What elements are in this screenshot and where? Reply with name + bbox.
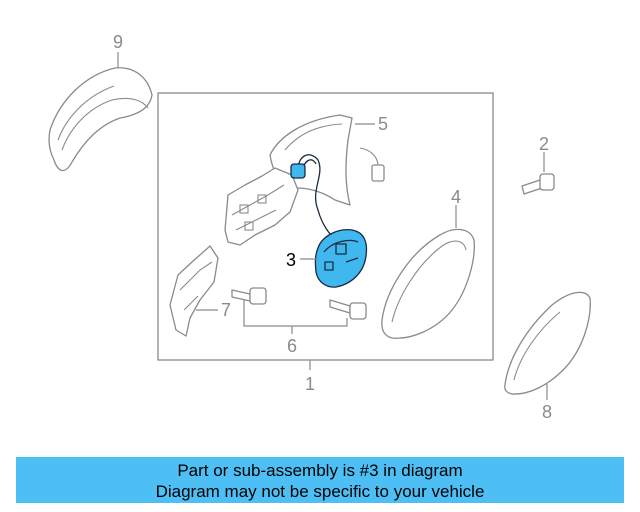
callout-5: 5 [378,114,388,134]
mirror-bracket [224,167,299,246]
callout-8: 8 [542,402,552,422]
wire-connector-small [359,147,385,182]
callout-3: 3 [286,250,296,270]
part-8-glass-panel[interactable] [504,291,591,395]
part-9-mirror-cover[interactable] [48,67,153,172]
assembly-frame [157,92,494,361]
part-4-mirror-glass[interactable] [381,228,475,339]
callout-9: 9 [113,32,123,52]
banner-line-2: Diagram may not be specific to your vehi… [155,482,485,501]
parts-diagram: 9 5 3 4 2 [48,32,591,422]
callout-6: 6 [287,336,297,356]
callout-2: 2 [539,134,549,154]
part-2-bolt[interactable] [521,173,555,195]
part-7-cover[interactable] [169,245,219,337]
part-6-screws[interactable] [231,287,367,320]
part-3-motor-assembly[interactable] [290,154,368,288]
banner-line-1: Part or sub-assembly is #3 in diagram [177,461,463,480]
callout-1: 1 [305,374,315,394]
callout-7: 7 [221,300,231,320]
callout-4: 4 [451,187,461,207]
info-banner: Part or sub-assembly is #3 in diagram Di… [16,457,624,503]
